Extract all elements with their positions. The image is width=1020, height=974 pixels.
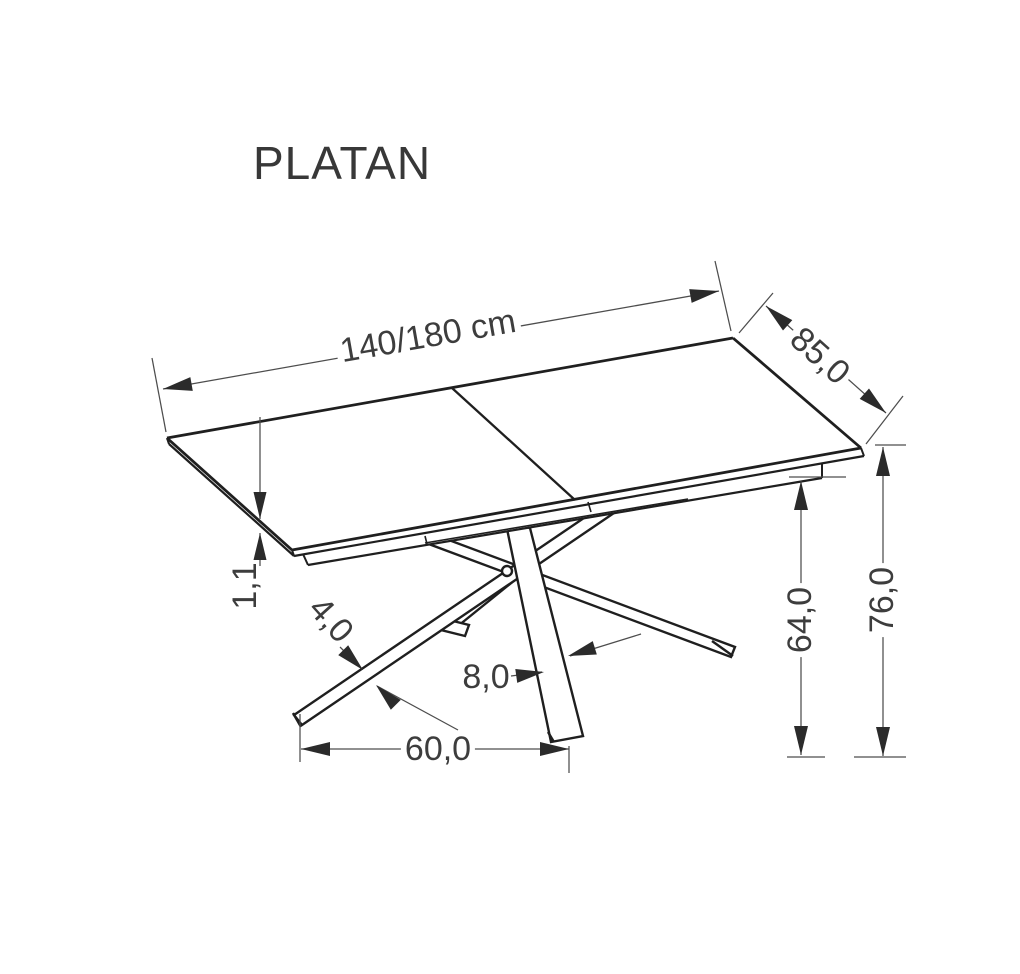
arrow-length-left	[163, 377, 193, 391]
dim-length-ext-left	[151, 357, 167, 433]
tabletop-front-edge	[291, 446, 862, 552]
arrow-depth-bottom	[859, 388, 886, 413]
tabletop-left-edge	[166, 436, 293, 552]
tabletop-seam	[451, 387, 576, 501]
arrow-leg4-b	[376, 685, 401, 710]
tabletop-right-edge	[732, 336, 862, 450]
product-title: PLATAN	[252, 137, 432, 189]
dim-label-base-width: 60,0	[400, 731, 476, 767]
arrow-thickness-up	[253, 533, 267, 560]
dim-length-ext-right	[714, 260, 732, 332]
leg-front-right-foot-bevel	[546, 731, 556, 743]
arrow-base-right	[540, 742, 569, 756]
arrow-depth-top	[766, 306, 793, 331]
tabletop-underside-front	[293, 454, 865, 558]
extension-runner	[424, 498, 689, 544]
dim-label-top-thickness: 1,1	[226, 562, 264, 610]
arrow-h76-top	[876, 447, 890, 476]
tabletop-back-edge	[166, 336, 734, 440]
dim-label-leg-wide: 8,0	[462, 658, 510, 696]
arrow-length-right	[689, 289, 719, 303]
tabletop-underside-left	[168, 443, 295, 557]
tabletop-thickness-right-corner	[860, 447, 865, 457]
leg-back-right-foot-bevel	[711, 640, 734, 657]
apron-bottom-edge	[307, 476, 823, 567]
dimension-arrowheads	[163, 289, 890, 756]
arrow-h64-top	[794, 481, 808, 510]
dim-depth-ext-top	[738, 292, 774, 334]
extension-runner-right-tick	[587, 501, 592, 513]
arrow-h76-bottom	[876, 727, 890, 756]
arrow-h64-bottom	[794, 726, 808, 755]
arrow-leg8-b	[568, 641, 597, 656]
arrow-base-left	[301, 742, 330, 756]
tabletop	[166, 336, 865, 567]
arrow-thickness-down	[253, 492, 267, 519]
base-hub-pivot	[500, 564, 514, 578]
dim-label-height-under-frame: 64,0	[781, 582, 819, 658]
arrow-leg4-a	[338, 645, 363, 670]
dim-depth-ext-bottom	[865, 395, 904, 445]
leg-back-right	[416, 528, 737, 659]
tabletop-silhouette	[167, 338, 864, 565]
arrow-leg8-a	[515, 668, 544, 683]
dim-label-total-height: 76,0	[863, 562, 901, 638]
tabletop-thickness-front-corner	[291, 549, 295, 557]
apron-left-end	[302, 553, 309, 566]
extension-runner-left-tick	[424, 535, 428, 545]
tabletop-thickness-left-corner	[166, 437, 170, 445]
dim-leg4-leader-bottom	[376, 685, 459, 731]
